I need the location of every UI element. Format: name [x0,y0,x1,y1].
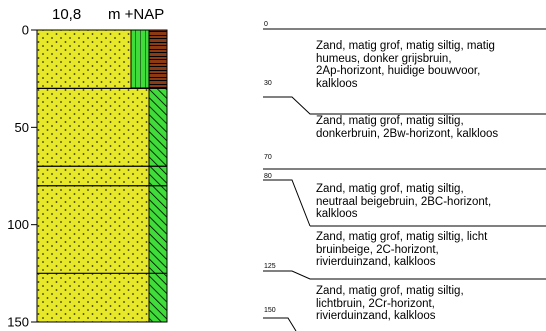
description-line: donkerbruin, 2Bw-horizont, kalkloos [316,127,499,140]
description-line: kalkloos [316,77,358,90]
axis-tick-label: 50 [15,120,29,135]
depth-label: 30 [264,80,272,87]
depth-label: 70 [264,154,272,161]
layer-description: Zand, matig grof, matig siltig,neutraal … [316,183,544,221]
layer-description: Zand, matig grof, matig siltig,lichtbrui… [316,285,544,323]
depth-label: 80 [264,173,272,180]
description-line: Zand, matig grof, matig siltig, [316,285,464,297]
description-line: kalkloos [316,208,358,221]
description-leaders: 0 30 70 80 125 150 [263,21,546,331]
description-line: lichtbruin, 2Cr-horizont, [316,297,435,310]
axis-tick-label: 100 [7,217,29,232]
elevation-value: 10,8 [52,6,82,23]
depth-axis: 0 50 100 150 [7,23,37,330]
leader-80 [263,179,311,227]
leader-30 [263,96,546,115]
humus-hatch-strip [130,29,150,89]
layer-description: Zand, matig grof, matig siltig,donkerbru… [316,115,544,140]
depth-label: 150 [264,307,276,314]
description-line: neutraal beigebruin, 2BC-horizont, [316,195,492,208]
description-line: Zand, matig grof, matig siltig, matig [316,40,495,52]
description-line: humeus, donker grijsbruin, [316,52,452,65]
description-line: Zand, matig grof, matig siltig, [316,183,464,195]
axis-tick-label: 150 [7,315,29,330]
green-hatch-strip [148,87,168,323]
leader-150 [263,317,297,331]
axis-tick-label: 0 [22,23,29,38]
description-line: rivierduinzand, kalkloos [316,310,436,323]
depth-label: 0 [264,21,268,28]
description-line: 2Ap-horizont, huidige bouwvoor, [316,65,481,78]
description-line: rivierduinzand, kalkloos [316,256,436,269]
elevation-unit: m +NAP [108,6,165,23]
leader-125 [263,270,546,280]
brown-brick-strip [148,29,168,89]
depth-label: 125 [264,263,276,270]
layer-boundaries [37,87,167,274]
description-line: Zand, matig grof, matig siltig, [316,115,464,127]
description-line: bruinbeige, 2C-horizont, [316,243,439,256]
description-line: Zand, matig grof, matig siltig, licht [316,231,488,243]
